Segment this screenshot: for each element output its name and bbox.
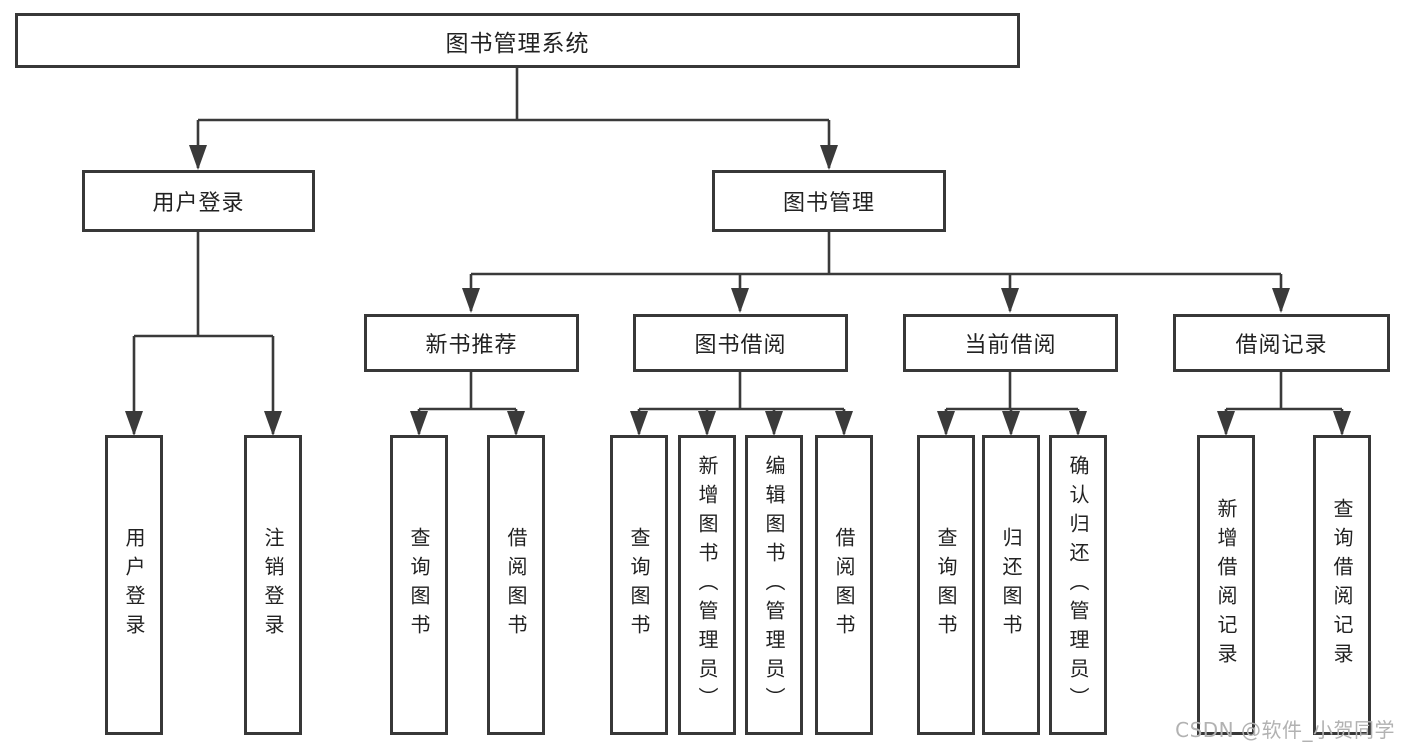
node-label: 图书管理系统 [445, 30, 590, 57]
leaf-borrow-books-recommend: 借阅图书 [487, 435, 545, 735]
node-label: 图书管理 [782, 191, 875, 216]
node-label: 图书借阅 [694, 333, 787, 358]
node-borrowing-records: 借阅记录 [1173, 314, 1390, 372]
node-label: 新书推荐 [425, 333, 518, 358]
node-label: 查询图书 [934, 527, 958, 643]
connector-root-to-level2 [189, 68, 838, 170]
leaf-edit-books-admin: 编辑图书（管理员） [745, 435, 803, 735]
node-label: 查询借阅记录 [1330, 498, 1354, 672]
connector-book-mgmt-to-level3 [462, 232, 1290, 313]
node-label: 借阅图书 [832, 527, 856, 643]
node-label: 注销登录 [261, 527, 285, 643]
node-label: 查询图书 [407, 527, 431, 643]
node-label: 编辑图书（管理员） [762, 454, 786, 716]
leaf-add-borrow-record: 新增借阅记录 [1197, 435, 1255, 735]
leaf-query-books-borrowing: 查询图书 [610, 435, 668, 735]
connector-borrowing-to-leaves [630, 372, 853, 436]
node-book-borrowing: 图书借阅 [633, 314, 848, 372]
node-label: 新增图书（管理员） [695, 454, 719, 716]
leaf-borrow-books-borrowing: 借阅图书 [815, 435, 873, 735]
node-label: 当前借阅 [964, 333, 1057, 358]
node-label: 借阅记录 [1235, 333, 1328, 358]
node-label: 用户登录 [122, 527, 146, 643]
leaf-add-books-admin: 新增图书（管理员） [678, 435, 736, 735]
node-label: 确认归还（管理员） [1066, 454, 1090, 716]
leaf-user-login: 用户登录 [105, 435, 163, 735]
leaf-return-books: 归还图书 [982, 435, 1040, 735]
connector-records-to-leaves [1217, 372, 1351, 436]
leaf-query-books-recommend: 查询图书 [390, 435, 448, 735]
leaf-query-books-current: 查询图书 [917, 435, 975, 735]
node-new-book-recommend: 新书推荐 [364, 314, 579, 372]
connector-user-login-to-leaves [125, 232, 282, 436]
watermark: CSDN @软件_小贺同学 [1175, 718, 1395, 742]
node-label: 用户登录 [152, 191, 245, 216]
node-current-borrowing: 当前借阅 [903, 314, 1118, 372]
connector-current-to-leaves [937, 372, 1087, 436]
node-user-login: 用户登录 [82, 170, 315, 232]
node-label: 新增借阅记录 [1214, 498, 1238, 672]
node-library-management-system: 图书管理系统 [15, 13, 1020, 68]
node-book-management: 图书管理 [712, 170, 946, 232]
leaf-confirm-return-admin: 确认归还（管理员） [1049, 435, 1107, 735]
leaf-query-borrow-record: 查询借阅记录 [1313, 435, 1371, 735]
node-label: 归还图书 [999, 527, 1023, 643]
leaf-logout: 注销登录 [244, 435, 302, 735]
node-label: 借阅图书 [504, 527, 528, 643]
connector-new-books-to-leaves [410, 372, 525, 436]
node-label: 查询图书 [627, 527, 651, 643]
